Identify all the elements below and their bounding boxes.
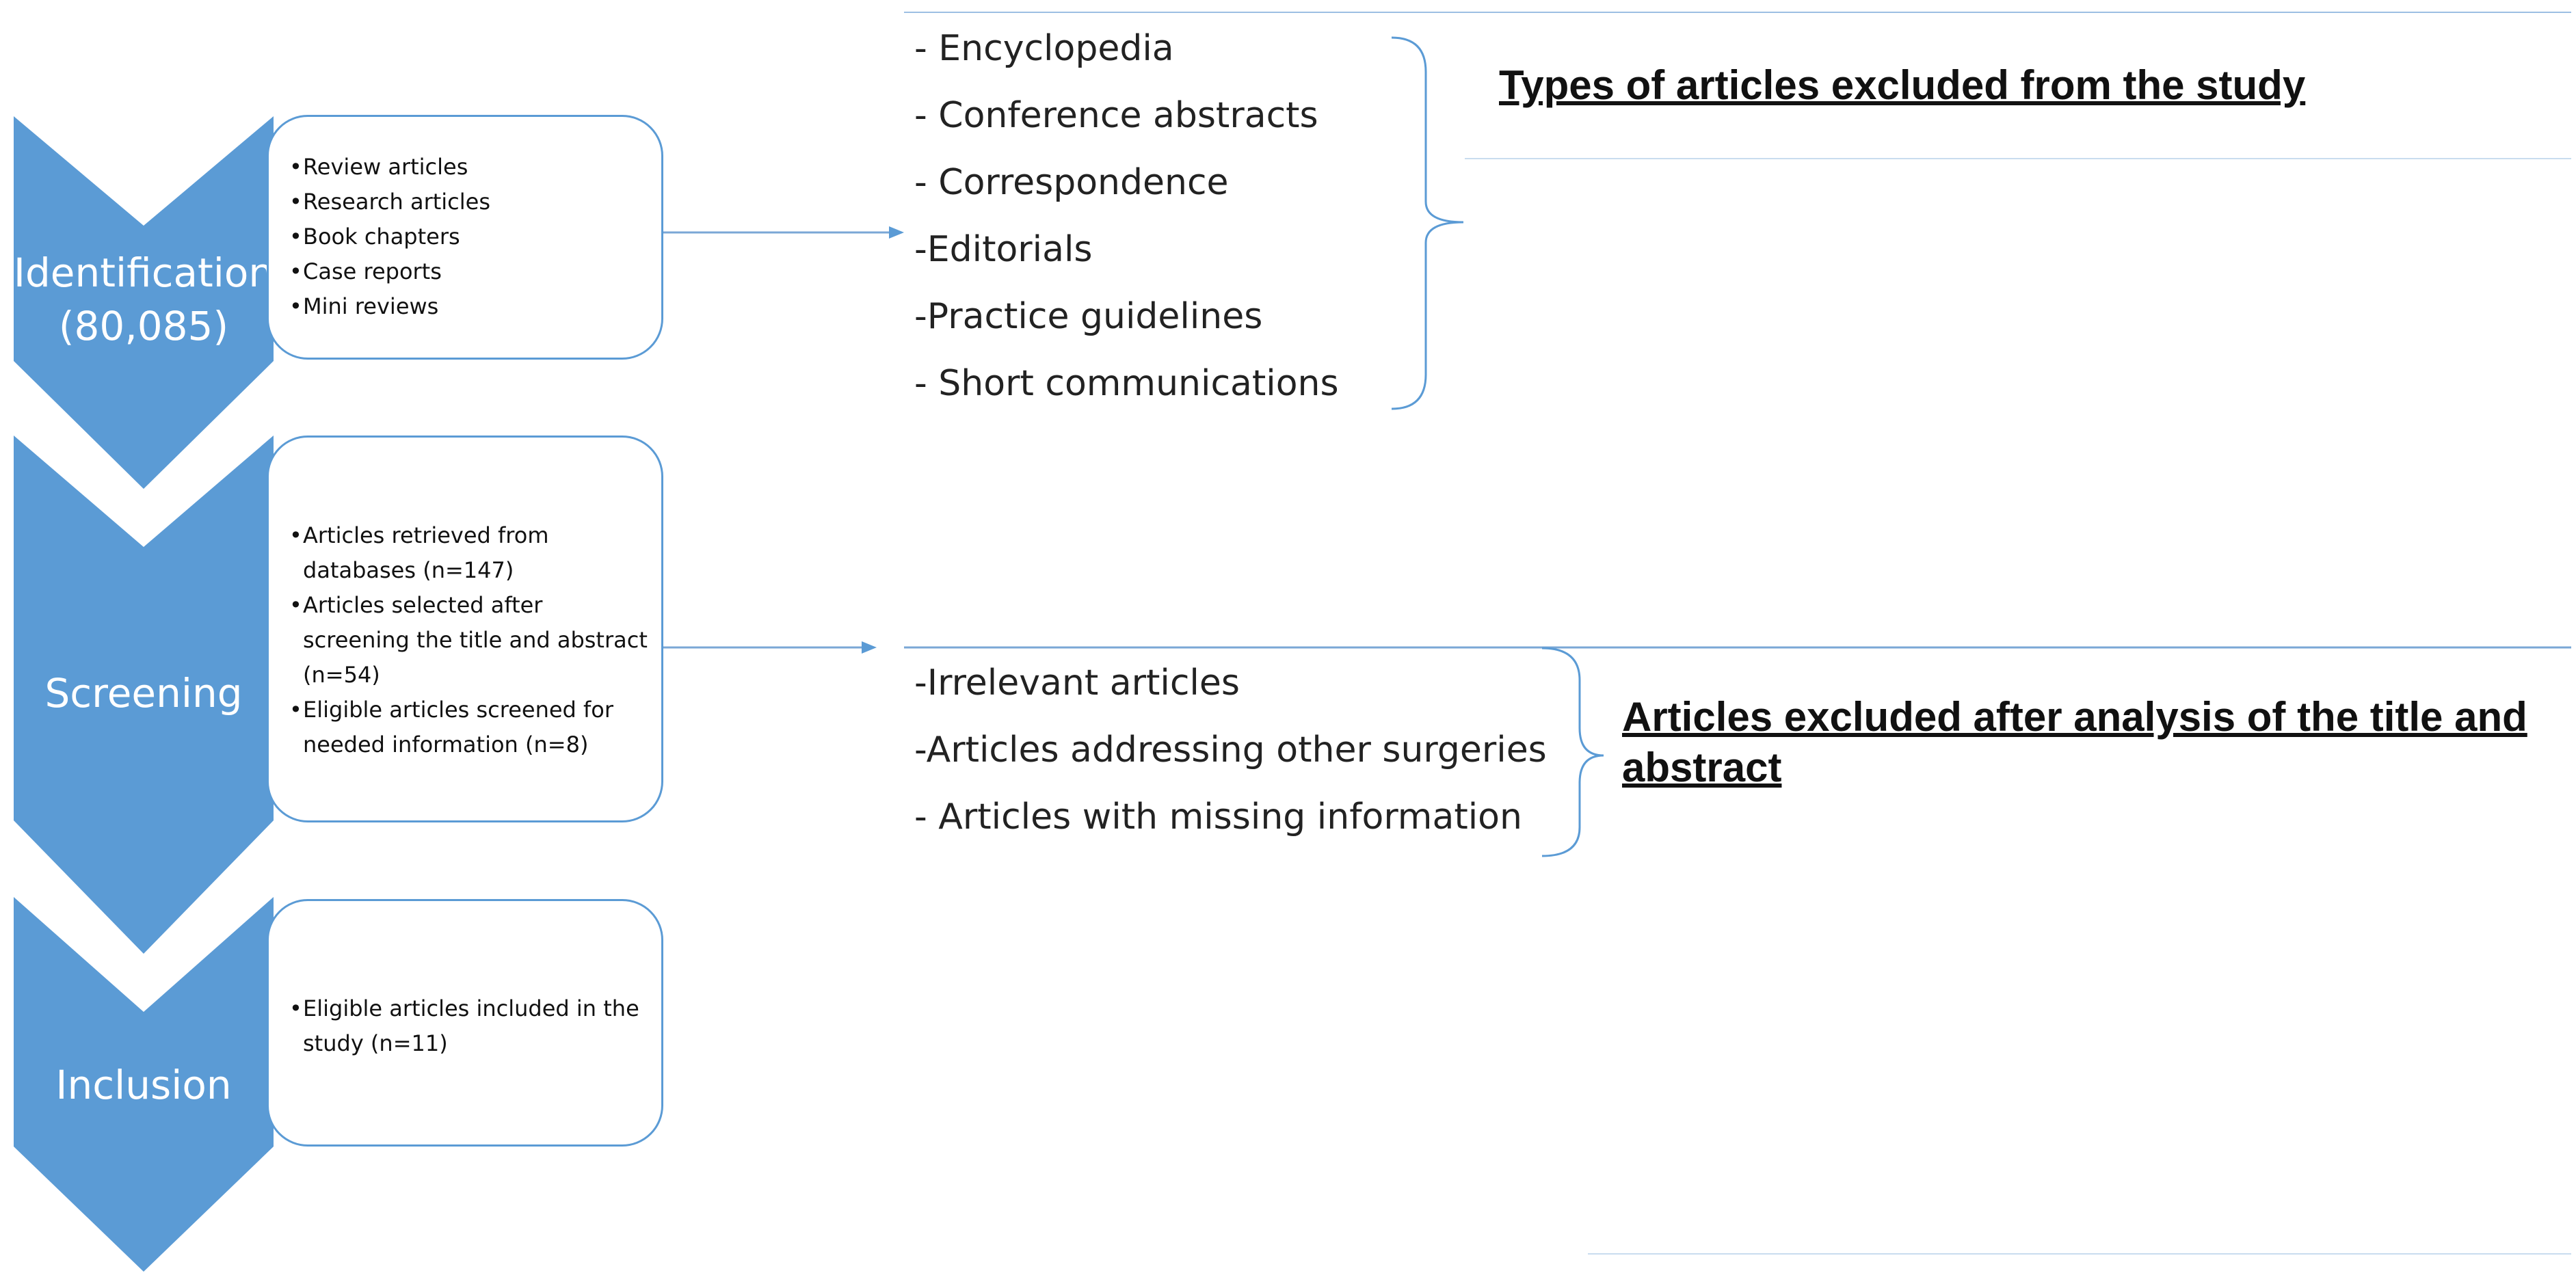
list-item: Articles retrieved from databases (n=147… bbox=[289, 518, 652, 588]
screening-label: Screening bbox=[44, 670, 243, 716]
identification-list: Review articles Research articles Book c… bbox=[289, 150, 652, 324]
identification-box: Review articles Research articles Book c… bbox=[267, 115, 663, 360]
inclusion-chevron bbox=[14, 897, 274, 1272]
list-item: Book chapters bbox=[289, 219, 652, 254]
list-item: Research articles bbox=[289, 185, 652, 219]
list-item: - Articles with missing information bbox=[914, 796, 1522, 838]
identification-arrowhead bbox=[889, 226, 904, 239]
inclusion-box: Eligible articles included in the study … bbox=[267, 899, 663, 1147]
list-item: Review articles bbox=[289, 150, 652, 185]
identification-label: Identification (80,085) bbox=[13, 250, 274, 350]
excluded-types-list: - Encyclopedia - Conference abstracts - … bbox=[914, 15, 1339, 417]
list-item: Eligible articles screened for needed in… bbox=[289, 693, 652, 762]
identification-chevron bbox=[14, 116, 274, 489]
inclusion-list: Eligible articles included in the study … bbox=[289, 991, 652, 1061]
list-item: Eligible articles included in the study … bbox=[289, 991, 652, 1061]
list-item: -Articles addressing other surgeries bbox=[914, 729, 1547, 771]
list-item: Mini reviews bbox=[289, 289, 652, 324]
screening-chevron bbox=[14, 436, 274, 954]
excluded-after-screening-heading: Articles excluded after analysis of the … bbox=[1622, 694, 2527, 790]
list-item: -Irrelevant articles bbox=[914, 662, 1240, 704]
screening-box: Articles retrieved from databases (n=147… bbox=[267, 436, 663, 822]
list-item: - Encyclopedia bbox=[914, 28, 1174, 69]
screening-list: Articles retrieved from databases (n=147… bbox=[289, 518, 652, 762]
list-item: -Editorials bbox=[914, 229, 1093, 270]
list-item: -Practice guidelines bbox=[914, 296, 1263, 337]
screening-arrowhead bbox=[862, 641, 877, 654]
list-item: - Short communications bbox=[914, 363, 1339, 404]
exclusion-brace-2 bbox=[1541, 647, 1604, 857]
list-item: Case reports bbox=[289, 254, 652, 289]
list-item: - Correspondence bbox=[914, 162, 1229, 203]
excluded-after-screening-list: -Irrelevant articles -Articles addressin… bbox=[914, 649, 1547, 850]
exclusion-brace-1 bbox=[1391, 36, 1464, 410]
list-item: - Conference abstracts bbox=[914, 95, 1318, 136]
list-item: Articles selected after screening the ti… bbox=[289, 588, 652, 693]
excluded-types-heading: Types of articles excluded from the stud… bbox=[1499, 62, 2306, 108]
inclusion-label: Inclusion bbox=[55, 1062, 232, 1108]
